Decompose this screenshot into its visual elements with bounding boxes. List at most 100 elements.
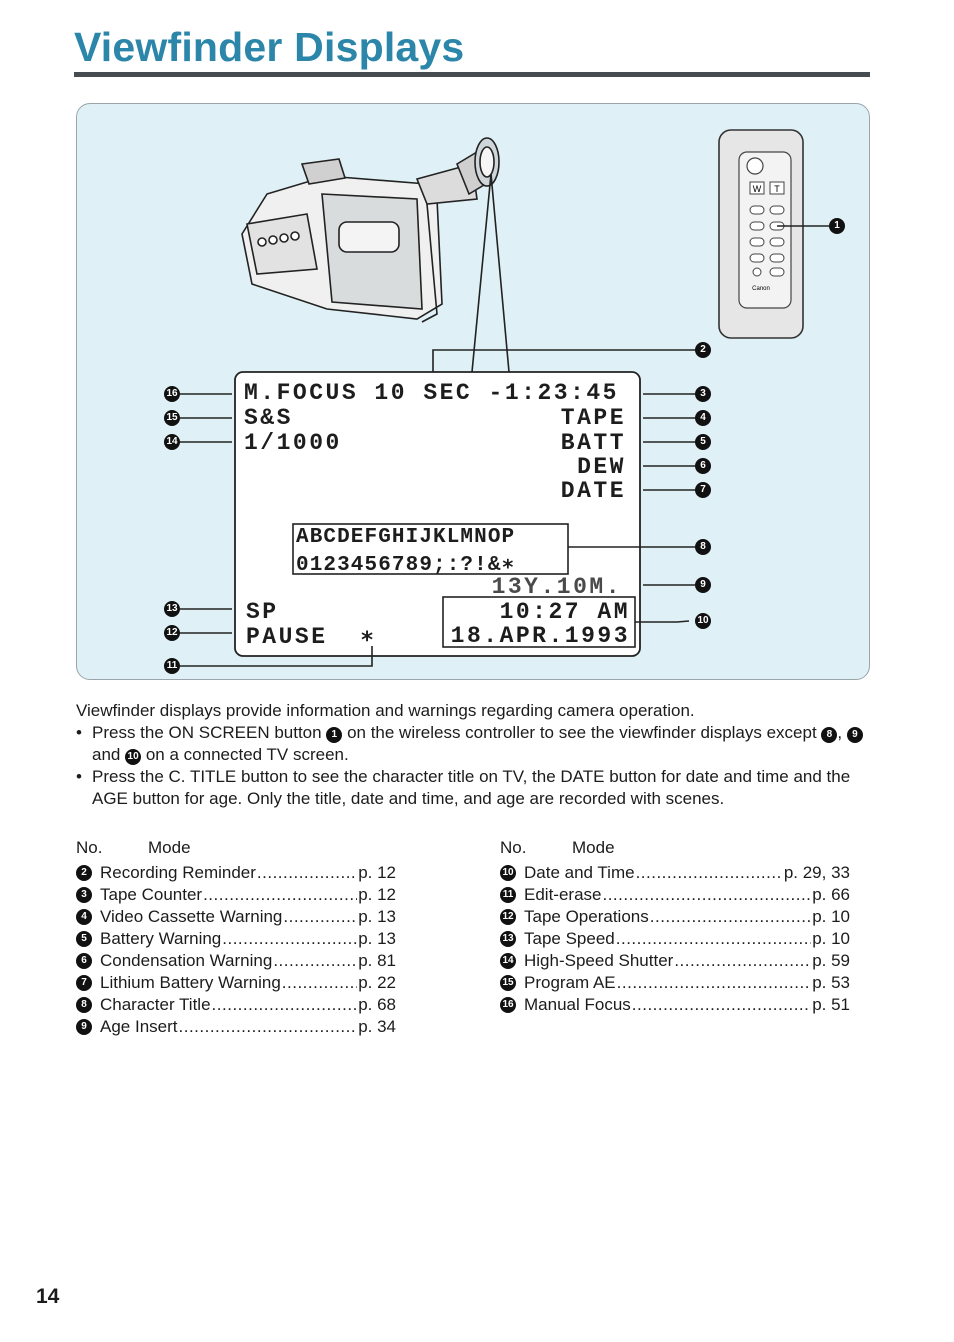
callout-7: 7 xyxy=(695,482,711,498)
mode-name: High-Speed Shutter xyxy=(524,951,674,970)
mode-number: 11 xyxy=(500,887,516,903)
leader-2 xyxy=(432,349,699,372)
dot-leader: ........................................… xyxy=(273,951,357,970)
mode-row: 13 Tape Speed............................… xyxy=(500,928,850,950)
mode-page-ref: p. 53 xyxy=(812,973,850,992)
mode-number: 14 xyxy=(500,953,516,969)
mode-name: Age Insert xyxy=(100,1017,178,1036)
bullet1-text-e: on a connected TV screen. xyxy=(145,745,349,764)
mode-page-ref: p. 51 xyxy=(812,995,850,1014)
callout-16: 16 xyxy=(164,386,180,402)
description: Viewfinder displays provide information … xyxy=(76,700,876,810)
viewfinder-screen xyxy=(234,371,641,657)
vf-age: 13Y.10M. xyxy=(491,574,622,600)
vf-battery-warning: BATT xyxy=(560,430,626,456)
mode-name: Tape Operations xyxy=(524,907,649,926)
mode-name: Condensation Warning xyxy=(100,951,273,970)
mode-page-ref: p. 13 xyxy=(358,929,396,948)
callout-2: 2 xyxy=(695,342,711,358)
dot-leader: ........................................… xyxy=(635,863,783,882)
callout-12: 12 xyxy=(164,625,180,641)
header-mode: Mode xyxy=(572,838,615,857)
callout-8: 8 xyxy=(695,539,711,555)
mode-name: Tape Counter xyxy=(100,885,203,904)
beam-line-left xyxy=(471,173,492,373)
mode-row: 11 Edit-erase............................… xyxy=(500,884,850,906)
description-bullet-title-buttons: • Press the C. TITLE button to see the ch… xyxy=(76,766,876,810)
figure-drawing: W T Canon xyxy=(180,129,829,667)
beam-line-right xyxy=(490,173,510,373)
mode-number: 8 xyxy=(76,997,92,1013)
dot-leader: ........................................… xyxy=(615,929,811,948)
vf-shutter-speed: 1/1000 xyxy=(244,430,342,456)
callout-1: 1 xyxy=(829,218,845,234)
mode-page-ref: p. 13 xyxy=(358,907,396,926)
mode-number: 15 xyxy=(500,975,516,991)
dot-leader: ........................................… xyxy=(211,995,358,1014)
vf-dew-warning: DEW xyxy=(577,454,626,480)
mode-name: Program AE xyxy=(524,973,616,992)
dot-leader: ........................................… xyxy=(631,995,811,1014)
remote-t-label: T xyxy=(774,184,780,194)
callout-14: 14 xyxy=(164,434,180,450)
ref-callout-8: 8 xyxy=(821,727,838,743)
vf-focus-counter: M.FOCUS 10 SEC -1:23:45 xyxy=(244,380,619,406)
mode-page-ref: p. 29, 33 xyxy=(783,863,850,882)
header-no: No. xyxy=(76,838,103,857)
vf-program-ae: S&S xyxy=(244,405,293,431)
mode-page-ref: p. 10 xyxy=(812,929,850,948)
mode-row: 15 Program AE............................… xyxy=(500,972,850,994)
mode-page-ref: p. 10 xyxy=(812,907,850,926)
vf-tape-warning: TAPE xyxy=(560,405,626,431)
callout-4: 4 xyxy=(695,410,711,426)
vf-date: 18.APR.1993 xyxy=(450,623,630,649)
callout-5: 5 xyxy=(695,434,711,450)
callout-3: 3 xyxy=(695,386,711,402)
vf-time: 10:27 AM xyxy=(499,599,630,625)
bullet1-text-c: , xyxy=(837,723,843,742)
dot-leader: ........................................… xyxy=(616,973,812,992)
modes-header-left: No.Mode xyxy=(76,838,396,862)
description-intro: Viewfinder displays provide information … xyxy=(76,701,695,720)
dot-leader: ........................................… xyxy=(602,885,812,904)
char-title-box xyxy=(292,523,569,575)
mode-name: Character Title xyxy=(100,995,211,1014)
mode-number: 4 xyxy=(76,909,92,925)
modes-header-right: No. Mode xyxy=(500,838,850,862)
remote-illustration: W T Canon xyxy=(718,129,804,339)
bullet1-text-a: Press the ON SCREEN button xyxy=(92,723,322,742)
page-number: 14 xyxy=(36,1285,60,1308)
mode-name: Edit-erase xyxy=(524,885,602,904)
mode-page-ref: p. 59 xyxy=(812,951,850,970)
ref-callout-1: 1 xyxy=(326,727,343,743)
mode-name: Tape Speed xyxy=(524,929,615,948)
mode-name: Manual Focus xyxy=(524,995,631,1014)
mode-name: Video Cassette Warning xyxy=(100,907,283,926)
bullet1-text-d: and xyxy=(92,745,121,764)
remote-w-label: W xyxy=(753,184,762,194)
dot-leader: ........................................… xyxy=(256,863,357,882)
mode-number: 5 xyxy=(76,931,92,947)
callout-10: 10 xyxy=(695,613,711,629)
mode-number: 13 xyxy=(500,931,516,947)
bullet-mark: • xyxy=(76,767,82,786)
dot-leader: ........................................… xyxy=(281,973,358,992)
mode-page-ref: p. 12 xyxy=(358,885,396,904)
bullet2-text: Press the C. TITLE button to see the cha… xyxy=(92,767,851,808)
mode-number: 10 xyxy=(500,865,516,881)
callout-11: 11 xyxy=(164,658,180,674)
bullet1-text-b: on the wireless controller to see the vi… xyxy=(347,723,817,742)
callout-9: 9 xyxy=(695,577,711,593)
mode-number: 6 xyxy=(76,953,92,969)
vf-char-title-digits: 0123456789;:?!&∗ xyxy=(296,554,516,577)
dot-leader: ........................................… xyxy=(649,907,812,926)
mode-number: 16 xyxy=(500,997,516,1013)
ref-callout-9: 9 xyxy=(846,727,863,743)
header-no: No. xyxy=(500,838,527,857)
